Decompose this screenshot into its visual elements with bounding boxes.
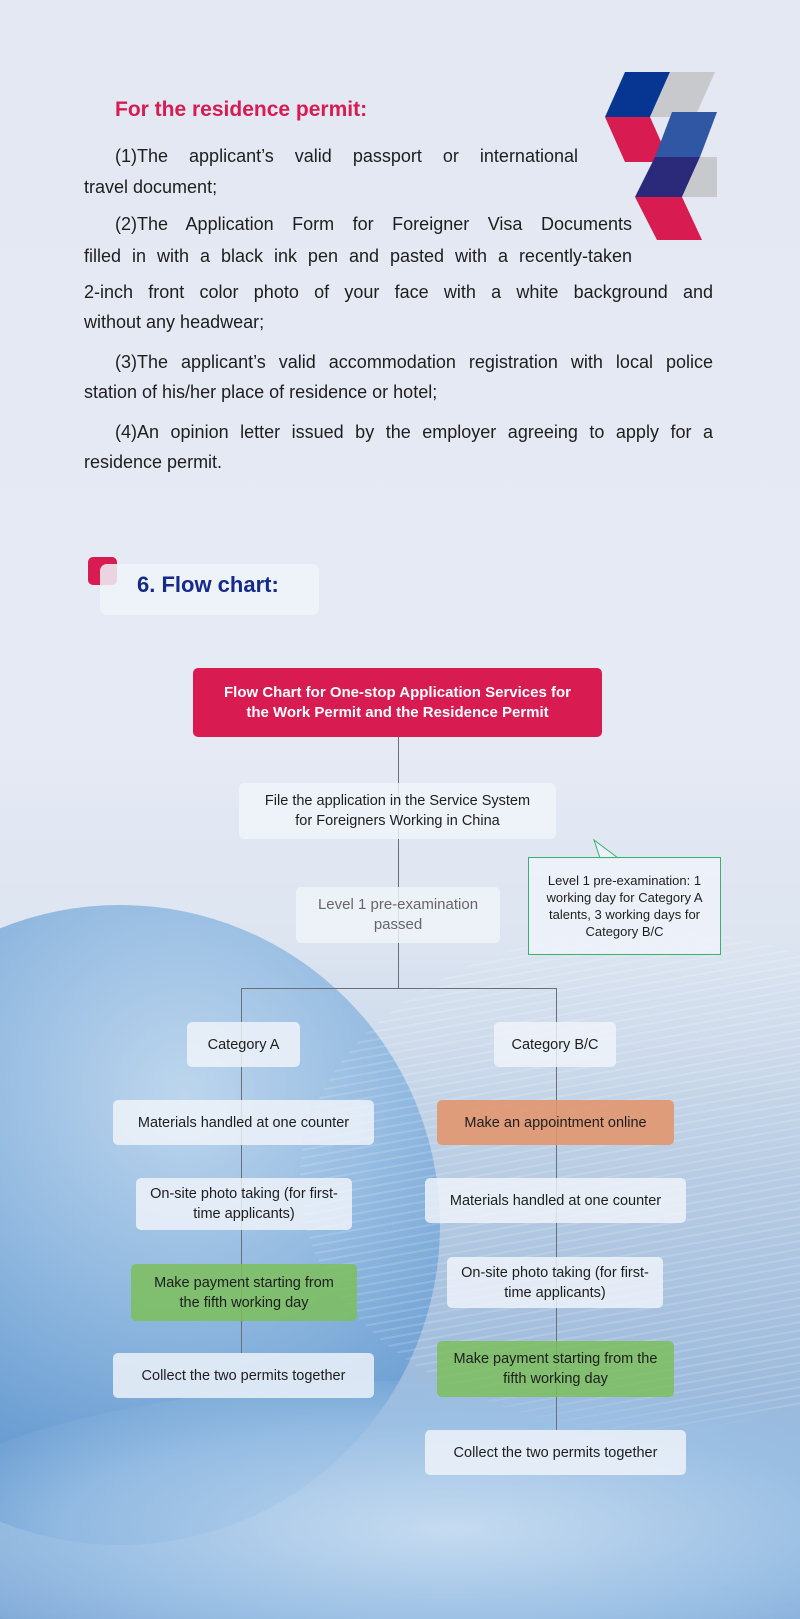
connector-line [398, 737, 399, 988]
logo-icon [605, 72, 717, 240]
flow-header-box: Flow Chart for One-stop Application Serv… [193, 668, 602, 737]
bc-step-payment: Make payment starting from the fifth wor… [437, 1341, 674, 1397]
requirement-line: (2)The Application Form for Foreigner Vi… [115, 214, 632, 234]
bc-step-collect: Collect the two permits together [425, 1430, 686, 1475]
connector-line-a [241, 988, 242, 1353]
requirement-line: (4)An opinion letter issued by the emplo… [115, 422, 713, 442]
category-bc-box: Category B/C [494, 1022, 616, 1067]
requirement-line: residence permit. [84, 452, 223, 472]
a-step-photo: On-site photo taking (for first-time app… [136, 1178, 352, 1230]
a-step-collect: Collect the two permits together [113, 1353, 374, 1398]
bc-step-materials: Materials handled at one counter [425, 1178, 686, 1223]
wave-background-bottom [0, 1380, 800, 1619]
requirement-line: station of his/her place of residence or… [84, 382, 438, 402]
callout-tail-icon [593, 838, 620, 859]
residence-permit-title: For the residence permit: [115, 98, 368, 121]
requirement-line: travel document; [84, 177, 218, 197]
pre-examination-note: Level 1 pre-examination: 1 working day f… [528, 857, 721, 955]
requirement-line: (1)The applicant’s valid passport or int… [115, 146, 578, 166]
branch-line [241, 988, 557, 989]
category-a-box: Category A [187, 1022, 300, 1067]
a-step-materials: Materials handled at one counter [113, 1100, 374, 1145]
bc-step-photo: On-site photo taking (for first-time app… [447, 1257, 663, 1308]
a-step-payment: Make payment starting from the fifth wor… [131, 1264, 357, 1321]
requirement-line: 2-inch front color photo of your face wi… [84, 282, 713, 302]
section-header [100, 564, 319, 615]
requirement-line: filled in with a black ink pen and paste… [84, 246, 632, 266]
file-application-box: File the application in the Service Syst… [239, 783, 556, 839]
section-title: 6. Flow chart: [137, 572, 279, 597]
bc-step-appointment: Make an appointment online [437, 1100, 674, 1145]
requirement-line: (3)The applicant’s valid accommodation r… [115, 352, 713, 372]
requirement-line: without any headwear; [84, 312, 265, 332]
level1-passed-box: Level 1 pre-examination passed [296, 887, 500, 943]
